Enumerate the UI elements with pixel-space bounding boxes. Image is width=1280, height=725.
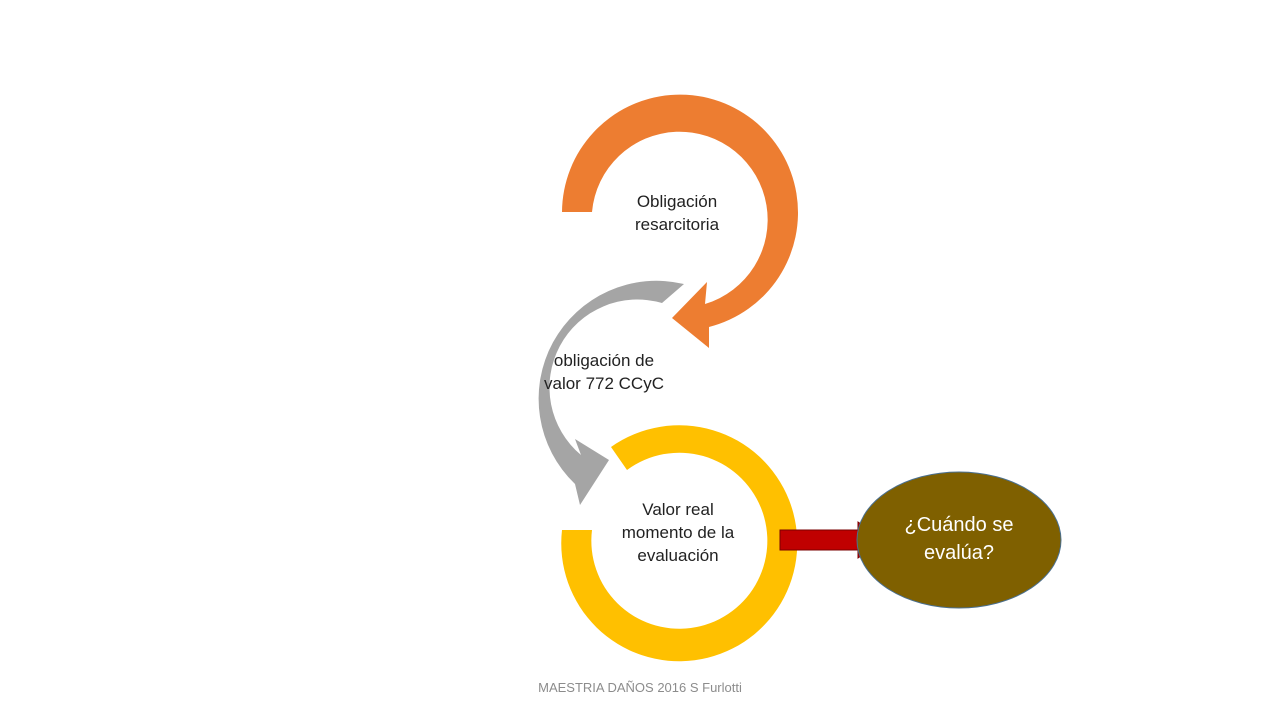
label-line: evaluación <box>637 546 719 565</box>
question-line: ¿Cuándo se <box>904 514 1014 536</box>
label-line: obligación de <box>553 351 655 370</box>
question-text: ¿Cuándo se evalúa? <box>870 511 1048 567</box>
footer-credit: MAESTRIA DAÑOS 2016 S Furlotti <box>538 680 742 695</box>
node-label-obligacion-de-valor: obligación de valor 772 CCyC <box>520 349 688 395</box>
label-line: Valor real <box>642 500 714 519</box>
label-line: Obligación <box>636 192 718 211</box>
label-line: valor 772 CCyC <box>544 374 664 393</box>
label-line: resarcitoria <box>634 215 720 234</box>
label-line: momento de la <box>621 523 735 542</box>
node-label-obligacion-resarcitoria: Obligación resarcitoria <box>592 190 762 236</box>
question-line: evalúa? <box>923 542 995 564</box>
question-ellipse <box>856 471 1062 609</box>
node-label-valor-real: Valor real momento de la evaluación <box>598 498 758 567</box>
